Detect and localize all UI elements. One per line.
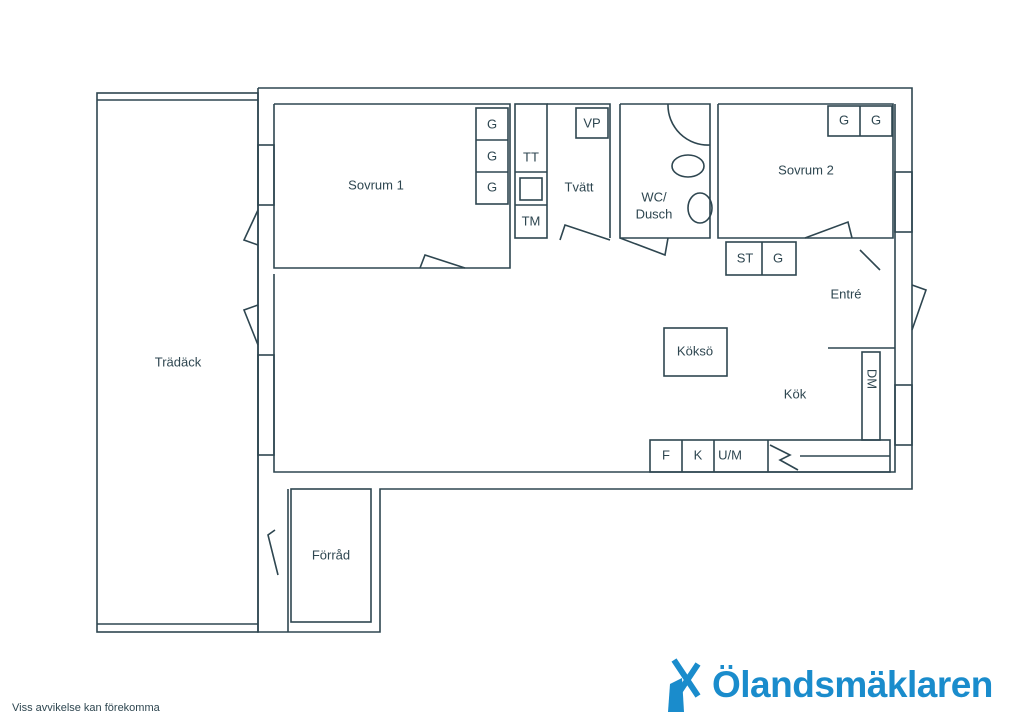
fixture-g: G (487, 116, 497, 131)
disclaimer: Viss avvikelse kan förekomma (12, 702, 160, 714)
fixture-f: F (662, 447, 670, 462)
fixture-g: G (487, 148, 497, 163)
room-label-kokso: Köksö (677, 343, 713, 358)
fixture-st: ST (737, 250, 754, 265)
brand-name: Ölandsmäklaren (712, 664, 993, 705)
room-label-entre: Entré (830, 286, 861, 301)
windmill-icon (668, 658, 701, 712)
fixture-tm: TM (522, 213, 541, 228)
fixture-g: G (773, 250, 783, 265)
room-label-tradack: Trädäck (155, 354, 202, 369)
room-label-dusch: Dusch (636, 206, 673, 221)
room-label-kok: Kök (784, 386, 807, 401)
room-label-sovrum1: Sovrum 1 (348, 177, 404, 192)
fixture-g: G (839, 112, 849, 127)
fixture-g: G (871, 112, 881, 127)
fixture-dm: DM (865, 369, 880, 389)
room-label-wc: WC/ (641, 189, 667, 204)
fixture-k: K (694, 447, 703, 462)
fixture-tt: TT (523, 149, 539, 164)
outer-walls (242, 87, 928, 633)
fixture-vp: VP (583, 115, 600, 130)
interior-walls (475, 103, 895, 473)
room-label-sovrum2: Sovrum 2 (778, 162, 834, 177)
fixture-um: U/M (718, 447, 742, 462)
brand-logo: Ölandsmäklaren (664, 656, 993, 714)
room-label-tvatt: Tvätt (565, 179, 594, 194)
room-label-forrad: Förråd (312, 547, 350, 562)
fixture-g: G (487, 179, 497, 194)
